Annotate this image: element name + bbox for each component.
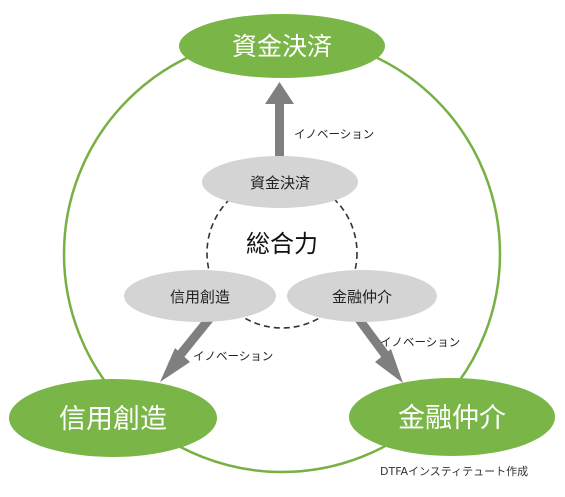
inner-node-left-label: 信用創造: [170, 288, 230, 306]
outer-node-top: 資金決済: [179, 14, 385, 78]
inner-node-left: 信用創造: [124, 270, 276, 322]
arrow-left: [160, 315, 214, 382]
outer-node-left-label: 信用創造: [59, 404, 167, 435]
arrow-right-label: イノベーション: [380, 335, 460, 349]
inner-node-top-label: 資金決済: [250, 174, 310, 192]
arrow-up-head: [265, 82, 294, 104]
arrow-up-label: イノベーション: [294, 127, 374, 141]
arrow-right-head: [375, 349, 403, 383]
center-label: 総合力: [246, 230, 318, 258]
inner-node-right: 金融仲介: [287, 270, 437, 322]
source-credit: DTFAインスティテュート作成: [380, 465, 529, 478]
outer-node-left: 信用創造: [9, 379, 217, 457]
arrow-up: [265, 82, 294, 158]
outer-node-top-label: 資金決済: [232, 32, 332, 61]
arrow-left-label: イノベーション: [193, 349, 273, 363]
inner-node-left-shape: [124, 270, 276, 322]
outer-node-left-shape: [9, 379, 217, 457]
outer-node-right-label: 金融仲介: [398, 403, 506, 434]
arrow-up-shaft: [275, 100, 284, 158]
inner-node-top-shape: [202, 156, 358, 208]
outer-node-top-shape: [179, 14, 385, 78]
arrow-left-head: [160, 348, 190, 382]
inner-node-right-label: 金融仲介: [332, 288, 392, 306]
outer-node-right-shape: [349, 378, 555, 456]
inner-node-right-shape: [287, 270, 437, 322]
arrow-right: [354, 315, 403, 383]
inner-node-top: 資金決済: [202, 156, 358, 208]
outer-node-right: 金融仲介: [349, 378, 555, 456]
